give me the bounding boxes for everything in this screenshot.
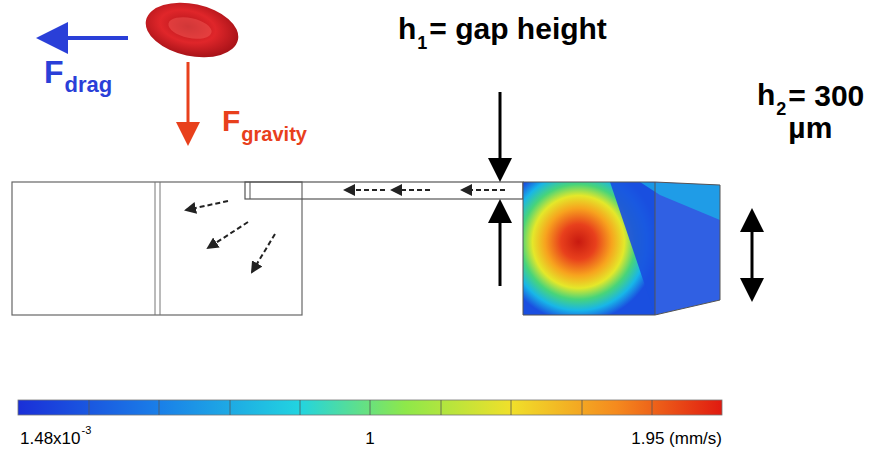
colorbar-tick: 1 — [365, 430, 374, 447]
dimension-label: = gap height — [429, 14, 607, 44]
dimension-subscript: 2 — [776, 100, 786, 118]
force-subscript: drag — [65, 74, 113, 96]
dimension-symbol: h — [398, 14, 416, 44]
colorbar-exponent: -3 — [82, 425, 92, 436]
force-subscript: gravity — [241, 124, 307, 144]
colorbar-tick: 1.95 (mm/s) — [631, 430, 722, 447]
dimension-symbol: h — [757, 80, 775, 110]
dimension-label: = 300 µm — [788, 80, 868, 143]
force-symbol: F — [222, 106, 240, 136]
colorbar-tick: 1.48x10 — [20, 430, 81, 447]
dimension-subscript: 1 — [417, 34, 427, 52]
force-symbol: F — [44, 56, 64, 88]
